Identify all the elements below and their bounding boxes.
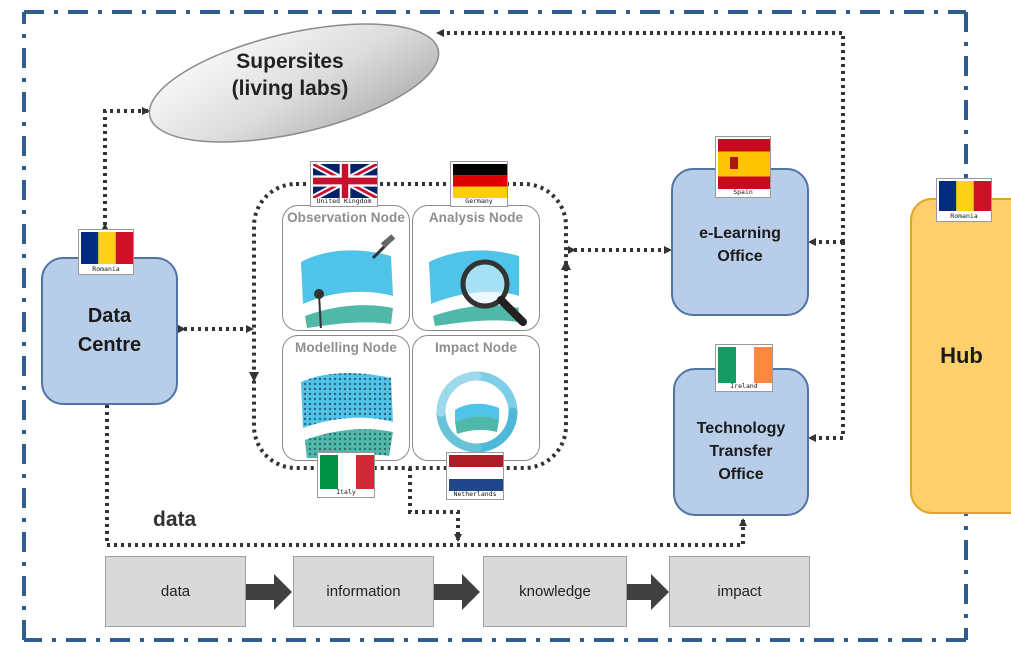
data-centre-line1: Data	[87, 305, 132, 327]
supersites-line2: (living labs)	[231, 77, 349, 100]
flag-germany: Germany	[450, 161, 508, 207]
data-centre-line2: Centre	[77, 334, 142, 356]
hub-box: Hub	[910, 198, 1011, 514]
data-flow-label: data	[153, 508, 197, 531]
stage-impact: impact	[669, 556, 810, 627]
flag-caption: Romania	[950, 212, 978, 220]
tto-line1: Technology	[696, 419, 786, 437]
connector-datacentre-supersites	[101, 107, 150, 231]
node-group-loop	[252, 182, 568, 470]
hub-label: Hub	[940, 343, 983, 368]
data-centre-box: Data Centre	[41, 257, 178, 405]
impact-node-title: Impact Node	[434, 340, 518, 355]
romania-flag-icon	[81, 232, 133, 264]
elearning-line1: e-Learning	[699, 225, 781, 242]
flag-caption: Spain	[733, 188, 753, 196]
flag-ireland: Ireland	[715, 344, 773, 392]
flag-romania-datacentre: Romania	[78, 229, 134, 275]
cycle-impact-icon	[436, 371, 518, 453]
modelling-node-title: Modelling Node	[295, 340, 397, 355]
flag-caption: Germany	[465, 197, 493, 205]
flag-spain: Spain	[715, 136, 771, 198]
uk-flag-icon	[313, 164, 377, 198]
flag-netherlands: Netherlands	[446, 452, 504, 500]
flag-caption: Romania	[92, 265, 120, 273]
tto-box: Technology Transfer Office	[673, 368, 809, 516]
flag-uk: United Kingdom	[310, 161, 378, 207]
connector-node-to-data	[408, 468, 462, 542]
tto-line3: Office	[718, 465, 764, 483]
connector-elearning-supersites	[436, 29, 845, 242]
stage-data: data	[105, 556, 246, 627]
flag-caption: Ireland	[730, 382, 758, 390]
romania-flag-icon	[939, 181, 991, 211]
impact-node: Impact Node	[412, 335, 540, 461]
stage-arrows	[246, 574, 669, 610]
satellite-observation-icon	[301, 234, 396, 328]
magnifier-analysis-icon	[429, 250, 527, 326]
germany-flag-icon	[453, 164, 507, 198]
ireland-flag-icon	[718, 347, 772, 383]
observation-node: Observation Node	[282, 205, 410, 331]
stage-information: information	[293, 556, 434, 627]
stage-knowledge: knowledge	[483, 556, 627, 627]
flag-caption: Italy	[336, 488, 356, 496]
netherlands-flag-icon	[449, 455, 503, 491]
elearning-line2: Office	[717, 248, 763, 265]
flag-romania-hub: Romania	[936, 178, 992, 222]
flag-italy: Italy	[317, 452, 375, 498]
analysis-node-title: Analysis Node	[428, 210, 524, 225]
supersites-label: Supersites (living labs)	[210, 48, 370, 102]
connector-data-flow	[105, 405, 747, 547]
tto-line2: Transfer	[709, 442, 773, 460]
connector-to-tto	[808, 242, 845, 442]
spain-flag-icon	[718, 139, 770, 189]
flag-caption: United Kingdom	[316, 197, 372, 205]
mesh-modelling-icon	[301, 373, 393, 458]
italy-flag-icon	[320, 455, 374, 489]
analysis-node: Analysis Node	[412, 205, 540, 331]
supersites-line1: Supersites	[236, 50, 344, 73]
flag-caption: Netherlands	[453, 490, 497, 498]
observation-node-title: Observation Node	[287, 210, 405, 225]
modelling-node: Modelling Node	[282, 335, 410, 461]
